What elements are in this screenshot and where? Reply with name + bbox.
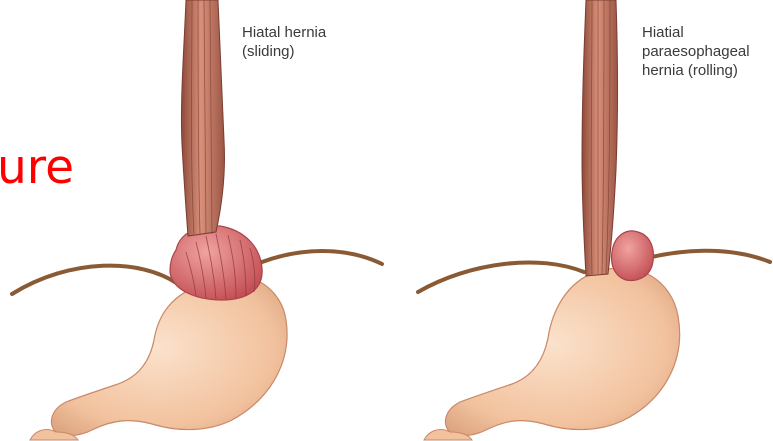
right-diagram-label: Hiatial paraesophageal hernia (rolling) [642,23,750,80]
left-diagram-label: Hiatal hernia (sliding) [242,23,326,61]
left-label-line-1: Hiatal hernia [242,23,326,42]
right-label-line-2: paraesophageal [642,42,750,61]
right-esophagus [582,0,618,276]
slide-partial-title: ure [0,140,74,196]
left-esophagus [181,0,224,236]
left-sliding-hernia-illustration [12,0,382,440]
right-herniated-fundus [612,231,654,281]
right-label-line-1: Hiatial [642,23,750,42]
left-herniated-stomach [170,226,262,300]
right-stomach [445,268,679,436]
right-label-line-3: hernia (rolling) [642,61,750,80]
left-stomach [51,276,287,436]
left-label-line-2: (sliding) [242,42,326,61]
